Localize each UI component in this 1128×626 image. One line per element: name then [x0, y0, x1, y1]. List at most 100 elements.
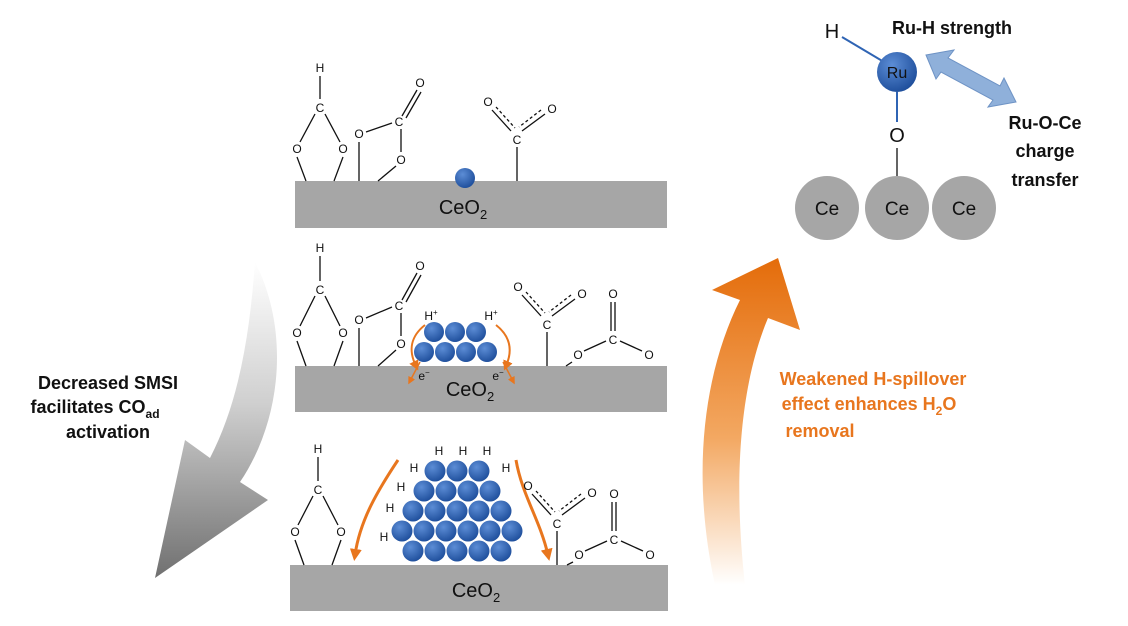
ceo2-label-2: CeO2 [446, 379, 494, 404]
left-arrow-caption: Decreased SMSI facilitates COad activati… [30, 373, 178, 442]
svg-text:O: O [336, 525, 345, 539]
svg-text:O: O [338, 326, 347, 340]
svg-text:O: O [415, 76, 424, 90]
svg-text:O: O [609, 487, 618, 501]
ceo2-support-2 [295, 366, 667, 412]
svg-text:H: H [397, 480, 406, 494]
svg-text:C: C [513, 133, 522, 147]
right-arrow-caption: Weakened H-spillover effect enhances H2O… [780, 369, 967, 441]
svg-text:O: O [396, 337, 405, 351]
carbonate-monodentate-2: O C O O [565, 287, 654, 367]
left-caption-line2: facilitates COad [30, 397, 159, 421]
carboxylate-3: O O C [523, 479, 597, 565]
ceo2-label-1: CeO2 [439, 197, 487, 222]
svg-text:O: O [644, 348, 653, 362]
svg-text:H: H [314, 442, 323, 456]
charge-transfer-line2: charge [1015, 141, 1074, 161]
svg-text:e−: e− [492, 368, 504, 383]
spillover-arrows-large [349, 459, 553, 561]
carboxylate-2: O O C [513, 280, 587, 366]
inset-h-atom: H [825, 21, 839, 43]
svg-text:O: O [415, 259, 424, 273]
svg-text:O: O [292, 326, 301, 340]
svg-text:O: O [574, 548, 583, 562]
ru-nanoparticle [391, 460, 523, 562]
panel-single-atom: CeO2 H C O O O C O O O [292, 61, 667, 228]
ceo2-label-3: CeO2 [452, 580, 500, 605]
svg-text:Ce: Ce [885, 199, 909, 220]
right-caption-line1: Weakened H-spillover [780, 369, 967, 389]
carboxylate-1: O O C [483, 95, 557, 181]
ru-cluster-small [414, 322, 497, 362]
svg-text:H: H [483, 444, 492, 458]
svg-text:O: O [292, 142, 301, 156]
ce-atom-1 [795, 176, 859, 240]
formate-bidentate-1: H C O O [292, 61, 348, 182]
svg-text:H: H [316, 61, 325, 75]
svg-text:O: O [483, 95, 492, 109]
svg-text:C: C [395, 299, 404, 313]
carbonate-2: O C O O [354, 259, 425, 367]
ru-h-bond [841, 36, 885, 63]
svg-text:O: O [577, 287, 586, 301]
svg-text:H: H [316, 241, 325, 255]
formate-bidentate-2: H C O O [292, 241, 348, 367]
inset-o-atom: O [889, 125, 905, 147]
charge-transfer-line1: Ru-O-Ce [1009, 113, 1082, 133]
right-caption-line3: removal [785, 421, 854, 441]
left-caption-line1: Decreased SMSI [38, 373, 178, 393]
ru-single-atom [455, 168, 475, 188]
svg-text:H: H [459, 444, 468, 458]
svg-text:Ru: Ru [887, 65, 907, 82]
surface-hydrogen-labels: H H H H H H H H [380, 444, 511, 544]
svg-text:e−: e− [418, 368, 430, 383]
right-gradient-arrow [702, 258, 800, 585]
svg-text:O: O [290, 525, 299, 539]
spillover-arrows-small: e− e− [408, 324, 515, 385]
h-plus-labels: H+ H+ [424, 308, 498, 323]
svg-text:C: C [314, 483, 323, 497]
svg-text:H: H [435, 444, 444, 458]
svg-text:O: O [354, 127, 363, 141]
ce-atom-2 [865, 176, 929, 240]
svg-text:Ce: Ce [952, 199, 976, 220]
svg-text:Ce: Ce [815, 199, 839, 220]
carbonate-monodentate-3: O C O O [566, 487, 655, 566]
svg-text:C: C [543, 318, 552, 332]
svg-text:H: H [502, 461, 511, 475]
ceo2-support-1 [295, 181, 667, 228]
svg-text:C: C [553, 517, 562, 531]
svg-text:H+: H+ [484, 308, 498, 323]
formate-bidentate-3: H C O O [290, 442, 346, 566]
svg-text:H: H [410, 461, 419, 475]
svg-text:O: O [523, 479, 532, 493]
svg-text:H+: H+ [424, 308, 438, 323]
ru-atom [877, 52, 917, 92]
ru-h-strength-label: Ru-H strength [892, 18, 1012, 38]
svg-text:C: C [316, 101, 325, 115]
svg-text:O: O [396, 153, 405, 167]
carbonate-1: O C O O [354, 76, 425, 182]
svg-text:O: O [338, 142, 347, 156]
svg-text:C: C [610, 533, 619, 547]
svg-text:O: O [573, 348, 582, 362]
svg-text:H: H [380, 530, 389, 544]
svg-text:O: O [645, 548, 654, 562]
ceo2-support-3 [290, 565, 668, 611]
svg-text:O: O [354, 313, 363, 327]
ce-atom-3 [932, 176, 996, 240]
svg-text:O: O [587, 486, 596, 500]
svg-text:C: C [316, 283, 325, 297]
svg-text:H: H [386, 501, 395, 515]
svg-text:O: O [513, 280, 522, 294]
panel-large-nanoparticle: CeO2 H H [290, 442, 668, 611]
left-gradient-arrow [155, 262, 278, 578]
svg-text:C: C [609, 333, 618, 347]
svg-text:O: O [547, 102, 556, 116]
left-caption-line3: activation [66, 422, 150, 442]
charge-transfer-line3: transfer [1011, 170, 1078, 190]
inset-ru-o-ce: H Ru O Ce Ce Ce Ru-H strength Ru-O-Ce ch… [795, 18, 1082, 240]
double-headed-arrow [925, 49, 1017, 108]
